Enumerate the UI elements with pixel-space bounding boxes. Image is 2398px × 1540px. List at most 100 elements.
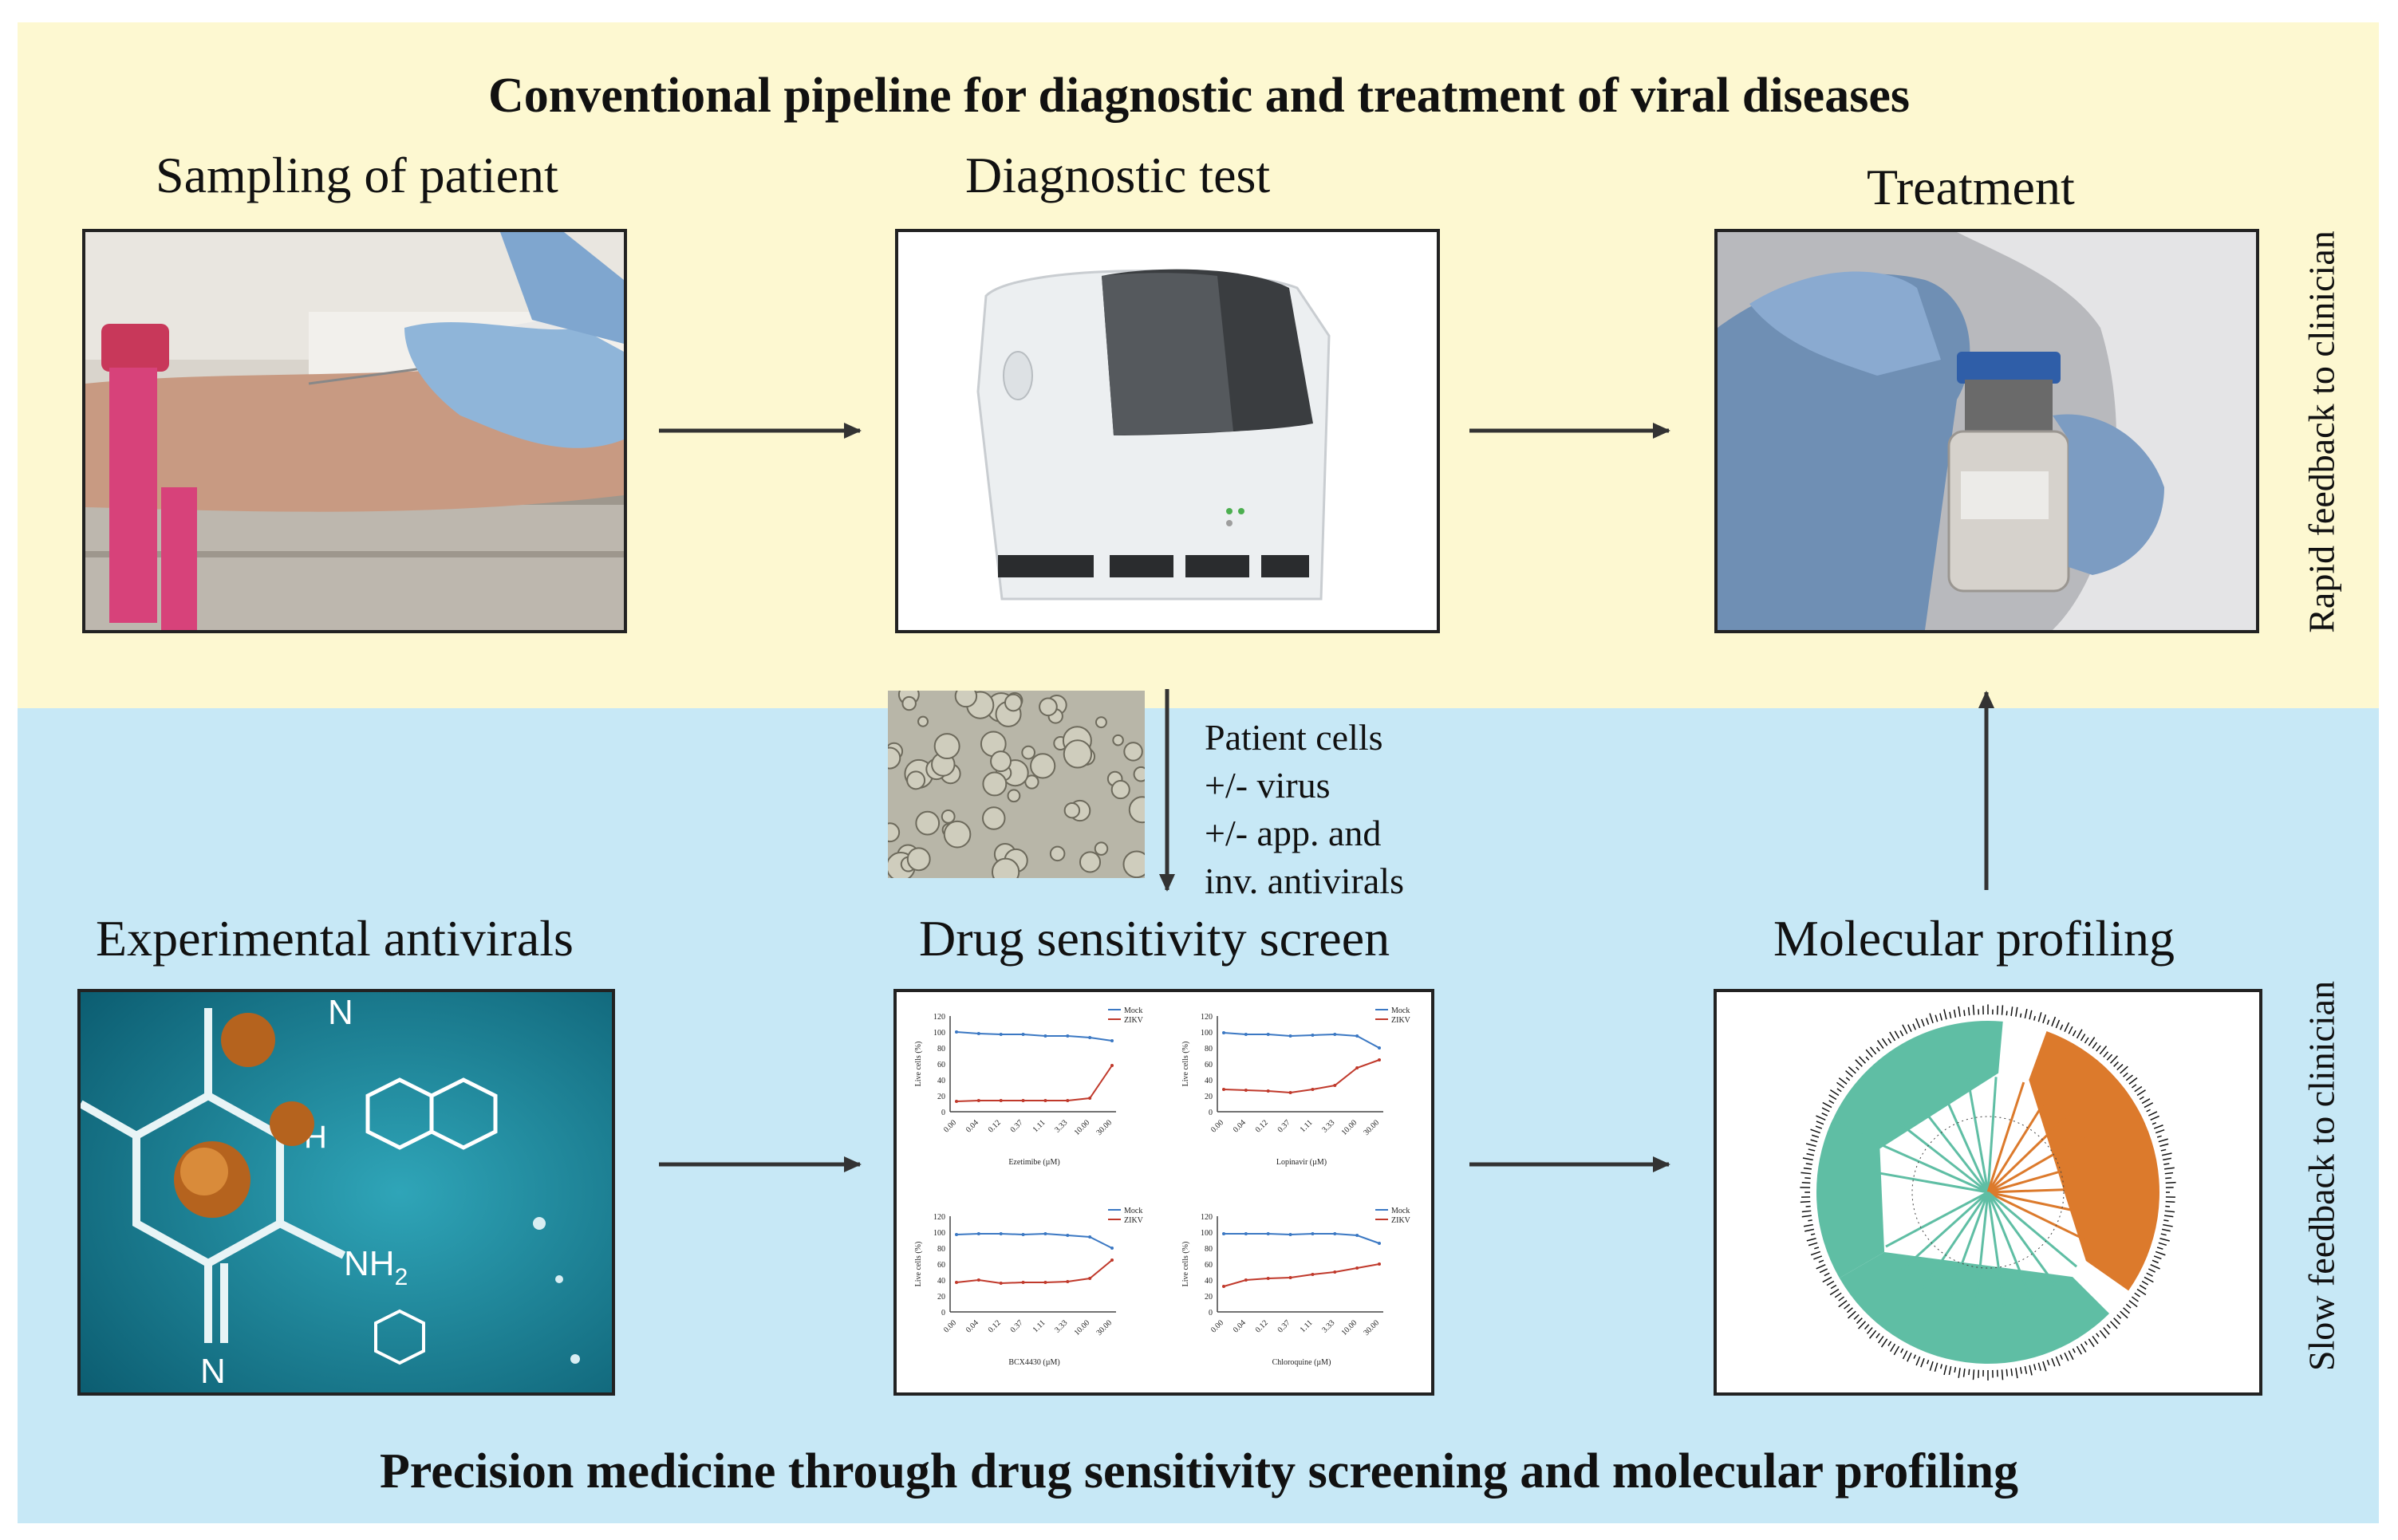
tourniquet-clip [101,324,169,372]
note-line-1: Patient cells [1205,717,1383,758]
cell-blob [954,691,978,708]
y-tick-label: 0 [1209,1309,1213,1317]
data-point [1355,1034,1359,1038]
x-axis-label: Ezetimibe (µM) [1008,1158,1059,1167]
data-point [1288,1034,1292,1038]
cell-blob [991,857,1020,878]
cell-blob [982,771,1008,797]
legend-label: Mock [1391,1207,1410,1215]
data-point [1043,1232,1047,1235]
data-point [1244,1278,1248,1282]
data-point [1311,1273,1315,1276]
data-point [1088,1235,1092,1239]
data-point [1266,1089,1270,1093]
y-tick-label: 80 [937,1245,945,1254]
cell-blob [1122,850,1145,878]
n-bottom-label: N [200,1352,226,1391]
data-point [1333,1270,1337,1274]
data-point [1110,1258,1114,1262]
data-point [955,1030,958,1034]
molecular-profiling-tree [1714,989,2262,1396]
data-point [1333,1232,1337,1235]
diagnostic-test-label: Diagnostic test [965,147,1271,203]
data-point [1110,1247,1114,1250]
series-line-mock [1223,1032,1380,1049]
data-point [1333,1033,1337,1036]
virus-particle-large [174,1141,250,1218]
note-line-2: +/- virus [1205,765,1331,805]
data-point [1288,1276,1292,1279]
cell-blob [1030,753,1056,779]
sampling-photo [82,229,627,633]
y-tick-label: 60 [1205,1061,1213,1069]
data-point [1288,1233,1292,1236]
phylo-tree [1800,1004,2176,1380]
data-point [1021,1033,1025,1036]
y-tick-label: 40 [1205,1077,1213,1085]
cell-blob [1021,745,1035,760]
treatment-label: Treatment [1867,159,2075,215]
series-line-zikv [1223,1059,1380,1094]
y-tick-label: 100 [933,1029,945,1038]
data-point [1266,1033,1270,1036]
data-point [1222,1232,1225,1235]
cell-blob [1063,739,1093,769]
series-line-zikv [956,1065,1113,1102]
note-line-4: inv. antivirals [1205,861,1404,901]
cell-blob [1133,766,1145,782]
legend-label: ZIKV [1391,1216,1411,1225]
cell-blob [1039,697,1058,717]
data-point [1110,1064,1114,1067]
data-point [1043,1034,1047,1038]
data-point [1311,1034,1315,1037]
data-point [1244,1232,1248,1235]
patient-cells-micrograph [888,691,1145,878]
patient-cells-note: Patient cells +/- virus +/- app. and inv… [1205,714,1404,905]
legend-label: Mock [1124,1207,1142,1215]
data-point [1311,1088,1315,1091]
data-point [1244,1089,1248,1092]
teal-clade-left [1816,1120,1885,1278]
cell-blob [981,806,1006,830]
x-axis-label: Lopinavir (µM) [1276,1158,1327,1167]
cell-blob [1128,796,1145,824]
y-tick-label: 120 [1201,1213,1213,1222]
y-tick-label: 100 [1201,1229,1213,1238]
y-tick-label: 0 [1209,1109,1213,1117]
y-tick-label: 80 [1205,1045,1213,1054]
y-tick-label: 40 [1205,1277,1213,1286]
y-axis-label: Live cells (%) [1181,1042,1190,1087]
data-point [1066,1099,1070,1102]
y-axis-label: Live cells (%) [914,1042,923,1087]
data-point [1355,1266,1359,1270]
molecule-small-right [365,1077,498,1150]
data-point [1311,1232,1315,1235]
data-point [1043,1099,1047,1102]
legend-label: ZIKV [1124,1216,1144,1225]
virus-particle-medium [221,1013,314,1146]
y-tick-label: 80 [937,1045,945,1054]
data-point [976,1278,980,1282]
cell-blob [1007,789,1021,803]
bottom-title: Precision medicine through drug sensitiv… [379,1444,2019,1499]
y-axis-label: Live cells (%) [1181,1242,1190,1287]
legend-label: Mock [1391,1006,1410,1015]
y-tick-label: 120 [933,1213,945,1222]
y-tick-label: 20 [937,1093,945,1101]
data-point [1355,1234,1359,1237]
y-tick-label: 60 [1205,1261,1213,1270]
teal-clade-bottom [1839,1252,2110,1364]
cell-blob [901,695,917,711]
cell-blob [906,847,931,872]
y-tick-label: 100 [933,1229,945,1238]
data-point [999,1282,1003,1285]
data-point [1066,1234,1070,1237]
y-tick-label: 0 [941,1309,945,1317]
data-point [955,1233,958,1236]
y-tick-label: 60 [937,1261,945,1270]
y-tick-label: 80 [1205,1245,1213,1254]
data-point [1266,1277,1270,1280]
treatment-photo [1714,229,2259,633]
